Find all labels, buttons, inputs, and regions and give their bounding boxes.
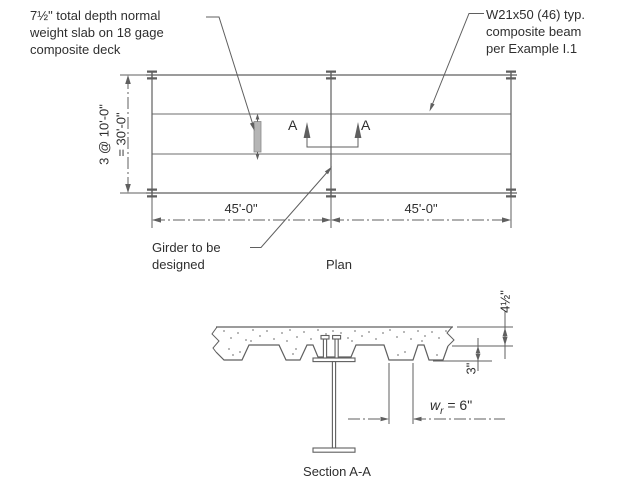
stipple-dot <box>404 351 406 353</box>
stipple-dot <box>403 331 405 333</box>
stipple-dot <box>431 331 433 333</box>
stipple-dot <box>424 335 426 337</box>
stipple-dot <box>410 338 412 340</box>
stipple-dot <box>310 338 312 340</box>
deck-span-symbol <box>253 113 262 160</box>
rib-width-value: = 6" <box>443 397 473 413</box>
section-mark-label-left: A <box>288 117 298 133</box>
rib-width-dimension: wr = 6" <box>430 397 510 420</box>
stipple-dot <box>250 340 252 342</box>
stipple-dot <box>228 348 230 350</box>
stipple-dot <box>252 329 254 331</box>
stipple-dot <box>325 333 327 335</box>
left-break-symbol <box>211 326 220 353</box>
stipple-dot <box>317 329 319 331</box>
stipple-dot <box>223 330 225 332</box>
bay-dimension-count: 3 @ 10'-0" <box>96 104 112 165</box>
section-title: Section A-A <box>303 464 371 479</box>
section-dimensions <box>348 311 513 424</box>
bay-dimension-total: = 30'-0" <box>113 112 129 157</box>
plan-span-dimensions <box>151 197 512 228</box>
stipple-dot <box>259 335 261 337</box>
stipple-dot <box>286 340 288 342</box>
stipple-dot <box>230 337 232 339</box>
column-symbols <box>147 70 516 198</box>
stipple-dot <box>351 340 353 342</box>
section-mark-label-right: A <box>361 117 371 133</box>
stipple-dot <box>295 348 297 350</box>
stipple-dot <box>368 331 370 333</box>
stipple-dot <box>375 338 377 340</box>
plan-title: Plan <box>325 257 353 272</box>
plan-framing <box>146 74 517 194</box>
girder-note: Girder to be designed <box>152 240 221 272</box>
stipple-dot <box>296 336 298 338</box>
section-beam <box>312 357 356 453</box>
stipple-dot <box>417 330 419 332</box>
right-break-symbol <box>446 326 455 347</box>
stipple-dot <box>397 354 399 356</box>
slab-note-leader <box>206 16 255 129</box>
beam-note: W21x50 (46) typ. composite beam per Exam… <box>486 7 585 56</box>
girder-note-leader <box>250 168 331 248</box>
stipple-dot <box>273 338 275 340</box>
stipple-dot <box>289 329 291 331</box>
stipple-dot <box>445 330 447 332</box>
rib-width-symbol: w <box>430 397 441 413</box>
stipple-dot <box>232 354 234 356</box>
section-cut-marks <box>303 122 362 148</box>
plan-bay-dimension <box>120 74 148 194</box>
stipple-dot <box>396 336 398 338</box>
span-dimension-right: 45'-0" <box>404 201 438 216</box>
slab-depth-dimension: 4½" <box>497 290 513 313</box>
shear-studs <box>320 334 342 359</box>
leader-lines <box>206 13 484 248</box>
stipple-dot <box>332 330 334 332</box>
stipple-dot <box>281 332 283 334</box>
span-dimension-left: 45'-0" <box>224 201 258 216</box>
section-slab <box>211 326 455 361</box>
stipple-dot <box>354 330 356 332</box>
stipple-dot <box>438 337 440 339</box>
rib-width-subscript: r <box>440 405 444 417</box>
stipple-dot <box>237 332 239 334</box>
stipple-dot <box>421 340 423 342</box>
stipple-dot <box>436 354 438 356</box>
stipple-dot <box>239 351 241 353</box>
stipple-dot <box>347 337 349 339</box>
stipple-dot <box>340 332 342 334</box>
concrete-stipple-texture <box>223 329 447 356</box>
beam-note-leader <box>430 13 484 110</box>
stipple-dot <box>266 330 268 332</box>
stipple-dot <box>292 353 294 355</box>
stipple-dot <box>389 329 391 331</box>
stipple-dot <box>382 332 384 334</box>
rib-depth-dimension: 3" <box>463 362 479 375</box>
stipple-dot <box>361 335 363 337</box>
stipple-dot <box>303 331 305 333</box>
slab-note: 7½" total depth normal weight slab on 18… <box>30 8 164 57</box>
stipple-dot <box>245 339 247 341</box>
